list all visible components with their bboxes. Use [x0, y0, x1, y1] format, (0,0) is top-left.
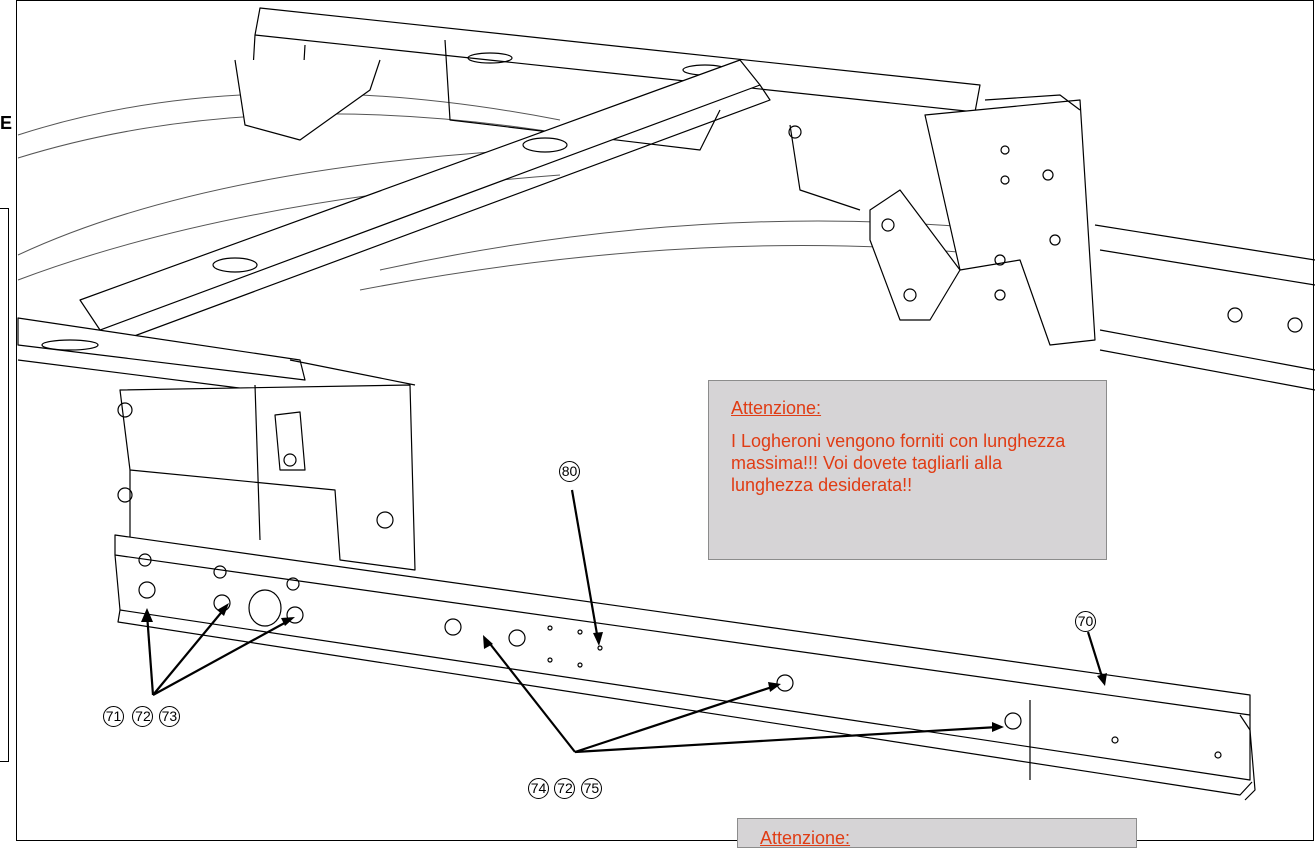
leader-arrows — [145, 489, 1105, 754]
attention-note-bottom-title: Attenzione: — [760, 828, 851, 848]
adjacent-page-strip — [0, 208, 9, 762]
left-bracket — [117, 359, 416, 571]
attention-note-body: I Logheroni vengono forniti con lunghezz… — [731, 431, 1066, 495]
attention-note-bottom: Attenzione: — [737, 818, 1137, 848]
attention-note-title: Attenzione: — [731, 398, 822, 418]
right-bracket — [788, 94, 1096, 346]
callout-70: 70 — [1075, 611, 1097, 632]
frame-arcs — [17, 92, 1001, 291]
callout-75: 75 — [580, 778, 602, 799]
lower-rail — [114, 534, 1256, 801]
corner-mark: E — [0, 113, 13, 133]
callout-73: 73 — [158, 706, 180, 727]
callout-group-71-72-73: 71 72 73 — [103, 706, 181, 727]
callout-group-74-72-75: 74 72 75 — [528, 778, 603, 799]
arrow-heads — [141, 603, 1107, 732]
attention-note: Attenzione: I Logheroni vengono forniti … — [708, 380, 1107, 560]
callout-72: 72 — [132, 706, 154, 727]
callout-74: 74 — [528, 778, 549, 799]
right-rail — [1094, 224, 1315, 391]
callout-71: 71 — [103, 706, 124, 727]
callout-72b: 72 — [554, 778, 576, 799]
left-upper-rails — [17, 317, 306, 391]
diagonal-plate — [79, 59, 771, 346]
callout-80: 80 — [559, 461, 581, 482]
